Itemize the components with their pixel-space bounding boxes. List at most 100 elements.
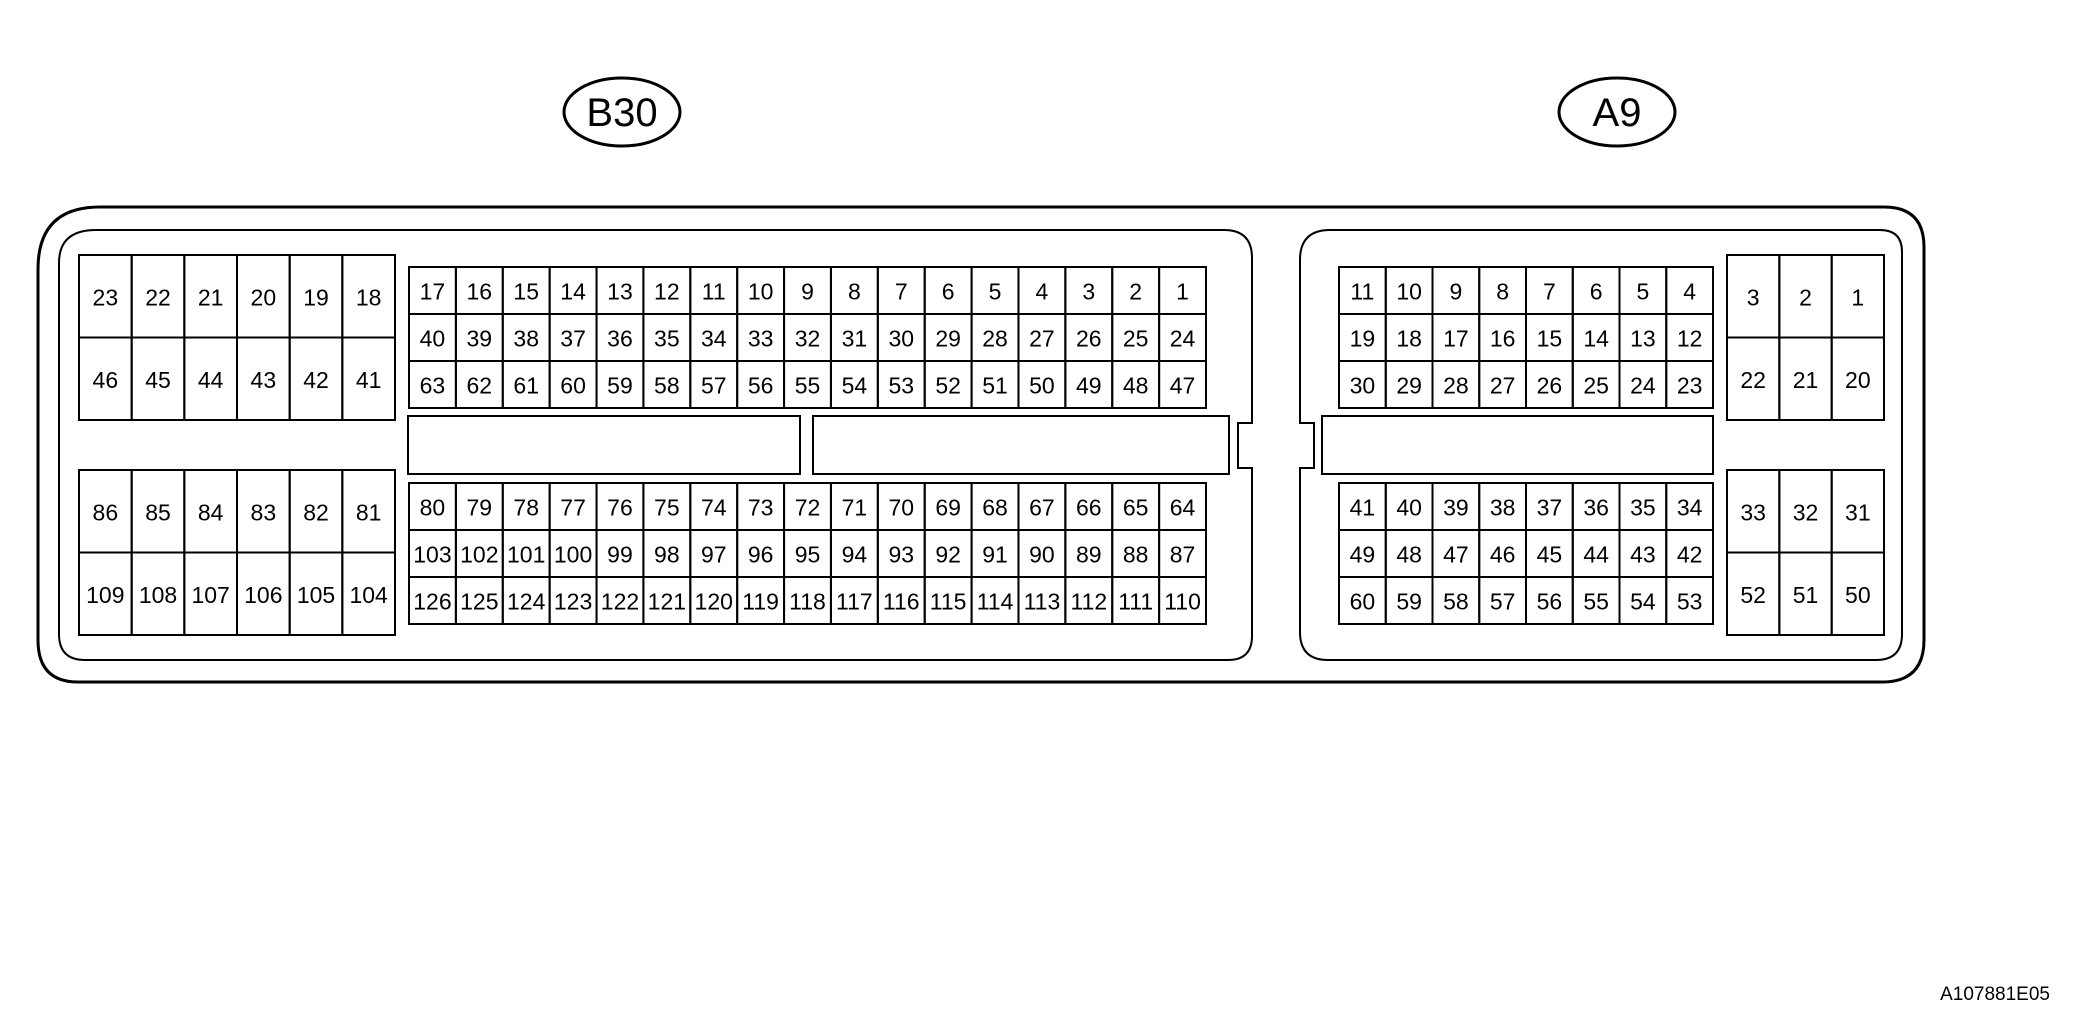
pin-number: 6 [942, 279, 955, 305]
pin-number: 54 [1630, 589, 1656, 615]
pin-cell [1830, 551, 1885, 636]
pin-number: 19 [303, 284, 329, 310]
pin-number: 34 [701, 326, 727, 352]
pin-number: 121 [648, 589, 686, 615]
pin-cell [341, 551, 397, 636]
pin-number: 61 [513, 373, 539, 399]
pin-number: 4 [1036, 279, 1049, 305]
pin-number: 8 [1496, 279, 1509, 305]
pin-number: 112 [1070, 589, 1107, 615]
pin-number: 103 [413, 542, 451, 568]
pin-number: 41 [1350, 495, 1376, 521]
pin-number: 77 [560, 495, 586, 521]
pin-number: 74 [701, 495, 727, 521]
pin-number: 38 [513, 326, 539, 352]
pin-number: 117 [836, 589, 873, 615]
a9-connector-label: A9 [1557, 76, 1677, 148]
pin-number: 50 [1845, 582, 1871, 608]
pin-number: 86 [93, 499, 119, 525]
pin-number: 101 [507, 542, 545, 568]
pin-number: 91 [982, 542, 1008, 568]
pin-number: 1 [1851, 284, 1864, 310]
pin-number: 32 [795, 326, 821, 352]
pin-number: 46 [93, 367, 119, 393]
pin-number: 14 [560, 279, 586, 305]
pin-number: 51 [1793, 582, 1819, 608]
pin-number: 24 [1170, 326, 1196, 352]
b30-keyway-slot-left [407, 415, 801, 475]
pin-number: 38 [1490, 495, 1516, 521]
pin-number: 28 [982, 326, 1008, 352]
pin-number: 105 [297, 582, 335, 608]
pin-number: 53 [1677, 589, 1703, 615]
pin-number: 12 [654, 279, 680, 305]
pin-number: 17 [1443, 326, 1469, 352]
pin-number: 118 [789, 589, 826, 615]
pin-number: 43 [1630, 542, 1656, 568]
pin-number: 4 [1683, 279, 1696, 305]
pin-number: 124 [507, 589, 546, 615]
a9-shell-outline [1299, 229, 1903, 661]
pin-number: 69 [935, 495, 961, 521]
pin-number: 23 [1677, 373, 1703, 399]
pin-number: 2 [1799, 284, 1812, 310]
connector-housing-outline [36, 205, 1926, 684]
pin-cell [1665, 360, 1714, 409]
pin-number: 16 [1490, 326, 1516, 352]
pin-number: 18 [356, 284, 382, 310]
pin-number: 15 [513, 279, 539, 305]
pin-number: 20 [1845, 367, 1871, 393]
pin-number: 1 [1176, 279, 1189, 305]
a9-label-text: A9 [1593, 91, 1642, 135]
pin-cell [1665, 576, 1714, 625]
pin-number: 55 [1583, 589, 1609, 615]
pin-number: 31 [842, 326, 868, 352]
pin-cell [1158, 576, 1208, 625]
pin-number: 60 [1350, 589, 1376, 615]
pin-number: 10 [748, 279, 774, 305]
pin-cell [1158, 360, 1208, 409]
pin-number: 48 [1396, 542, 1422, 568]
pin-number: 59 [607, 373, 633, 399]
pin-number: 92 [935, 542, 961, 568]
pin-number: 24 [1630, 373, 1656, 399]
pin-number: 42 [1677, 542, 1703, 568]
pin-number: 85 [145, 499, 171, 525]
pin-number: 39 [467, 326, 493, 352]
pin-number: 114 [977, 589, 1014, 615]
pin-number: 21 [198, 284, 224, 310]
pin-number: 3 [1747, 284, 1760, 310]
pin-number: 96 [748, 542, 774, 568]
pin-number: 49 [1350, 542, 1376, 568]
pin-number: 30 [1350, 373, 1376, 399]
pin-number: 39 [1443, 495, 1469, 521]
a9-label-ellipse [1557, 76, 1677, 148]
pin-number: 44 [198, 367, 224, 393]
pin-number: 78 [513, 495, 539, 521]
pin-number: 63 [420, 373, 446, 399]
pin-number: 23 [93, 284, 119, 310]
pin-number: 36 [607, 326, 633, 352]
pin-number: 37 [560, 326, 586, 352]
pin-number: 35 [1630, 495, 1656, 521]
pin-number: 68 [982, 495, 1008, 521]
pin-number: 36 [1583, 495, 1609, 521]
pin-number: 89 [1076, 542, 1102, 568]
pin-number: 71 [842, 495, 868, 521]
pin-number: 111 [1118, 589, 1153, 615]
pin-number: 29 [1396, 373, 1422, 399]
pin-number: 126 [413, 589, 451, 615]
pin-number: 109 [86, 582, 124, 608]
pin-number: 7 [1543, 279, 1556, 305]
pin-number: 51 [982, 373, 1008, 399]
pin-number: 33 [1740, 499, 1766, 525]
pin-number: 57 [701, 373, 727, 399]
pin-number: 9 [801, 279, 814, 305]
pin-number: 100 [554, 542, 592, 568]
